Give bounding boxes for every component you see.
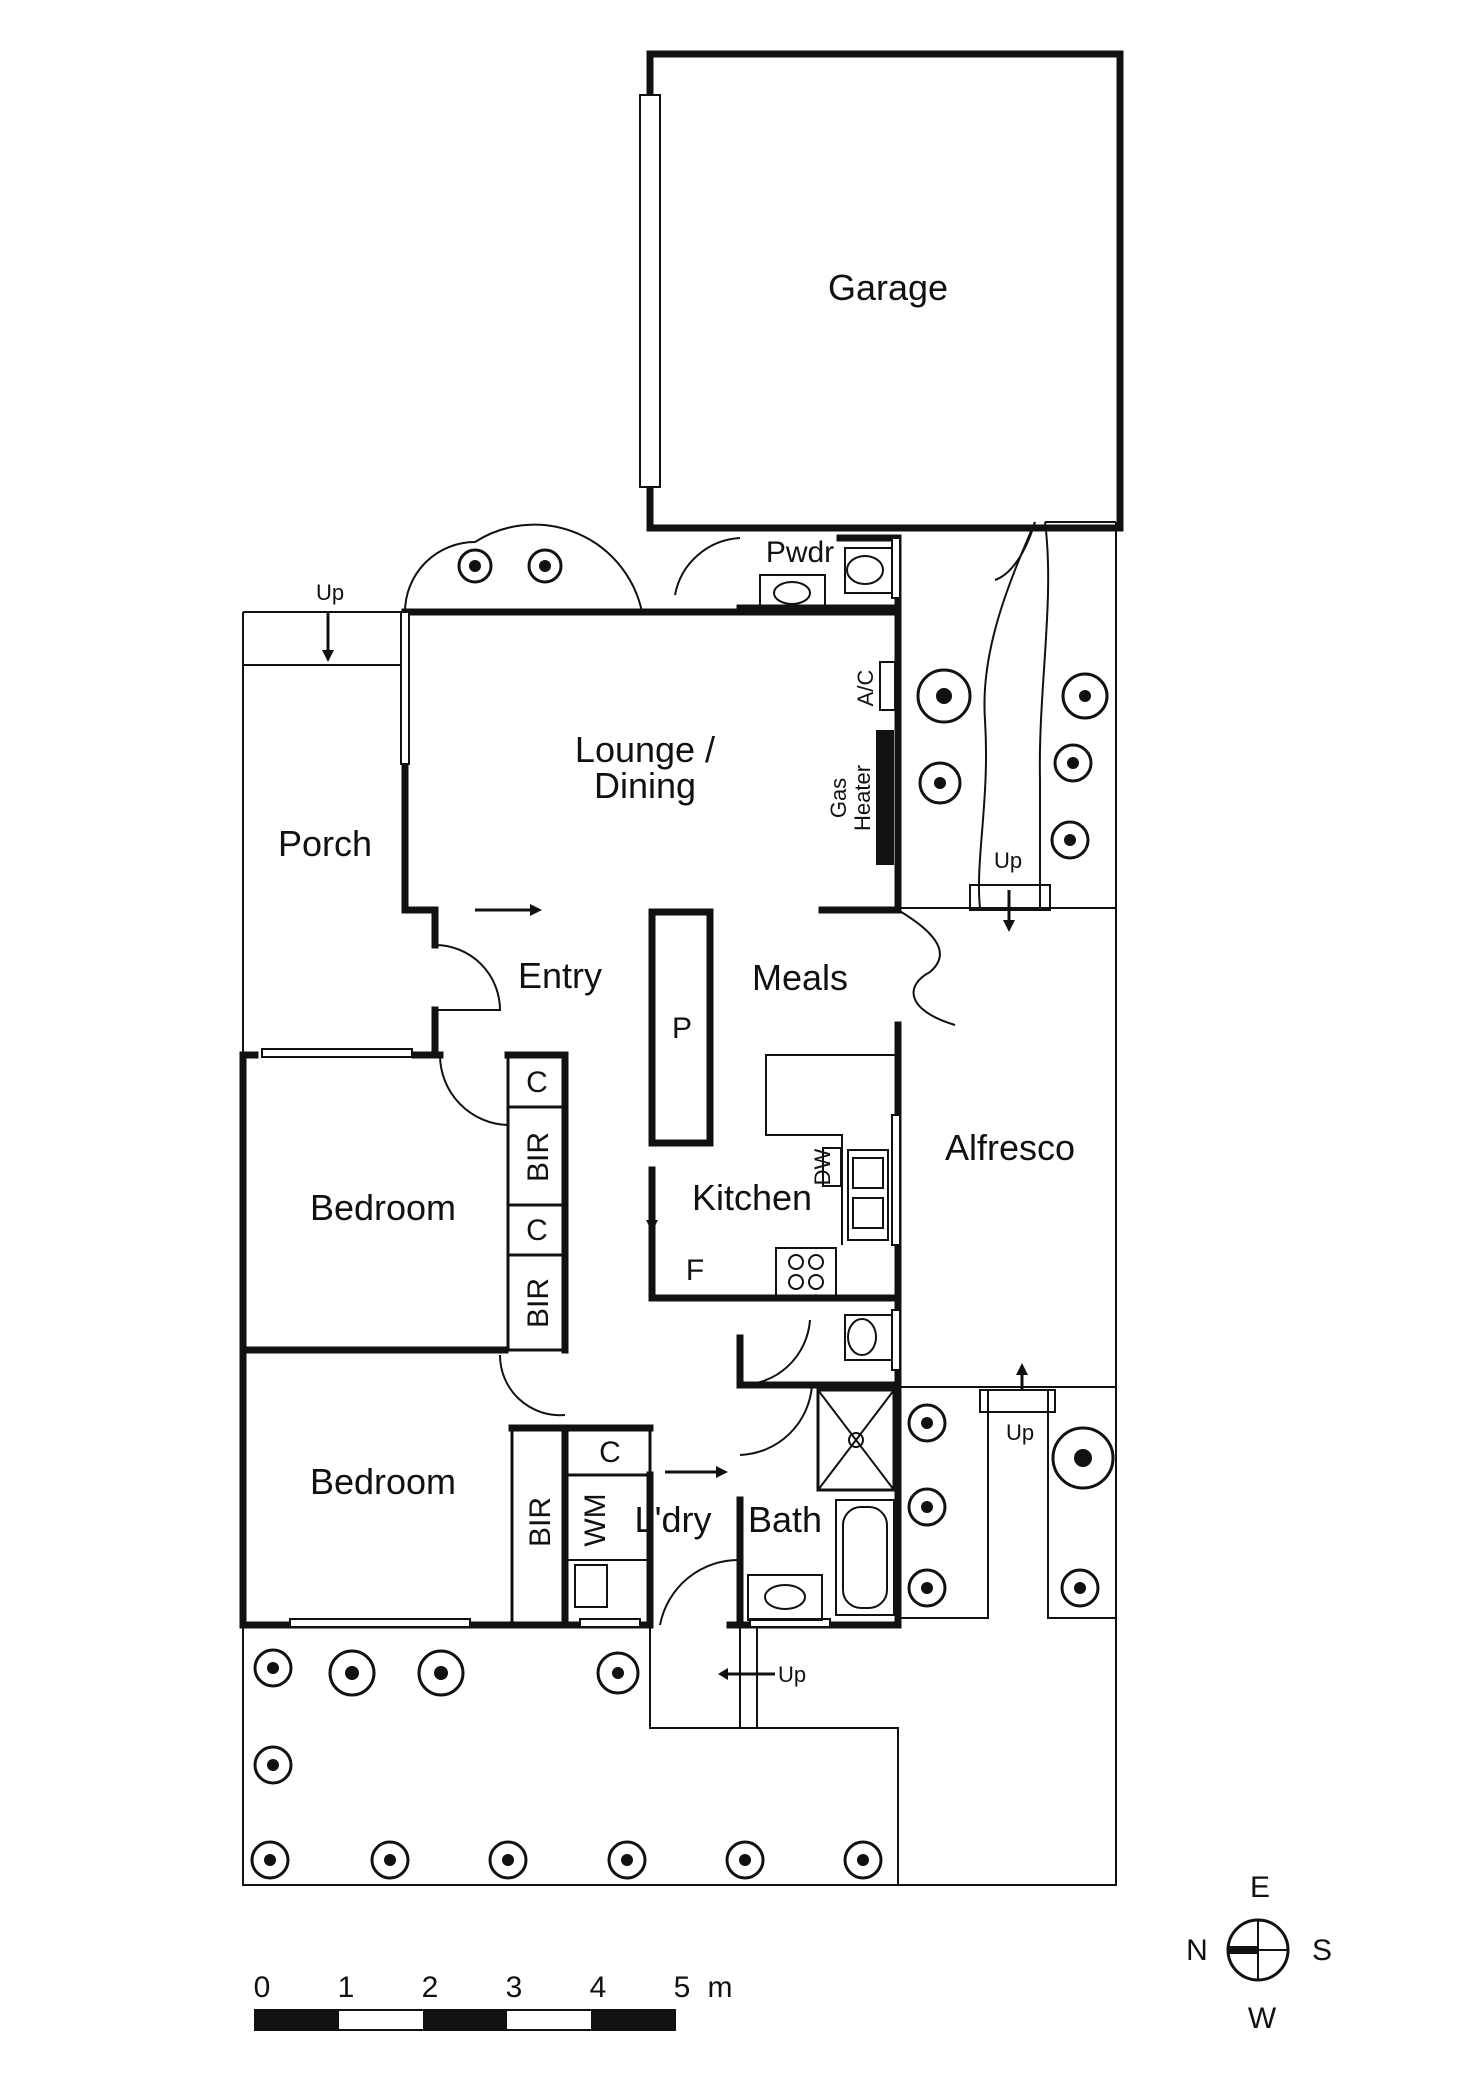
shrub-icon — [725, 1840, 765, 1880]
compass-west: W — [1248, 2002, 1277, 2035]
up-porch-label: Up — [316, 580, 344, 605]
closet-c3-label: C — [599, 1436, 621, 1469]
entry-label: Entry — [518, 955, 602, 996]
shrub-icon — [417, 1649, 465, 1697]
shrub-icon — [916, 668, 972, 724]
scale-tick-1: 1 — [338, 1971, 355, 2004]
bedroom1-label: Bedroom — [310, 1187, 456, 1228]
shrub-icon — [907, 1568, 947, 1608]
appliances-wall — [876, 661, 896, 865]
scale-tick-4: 4 — [590, 1971, 607, 2004]
laundry-label: L'dry — [635, 1499, 712, 1540]
lounge-label-line1: Lounge / — [575, 729, 715, 770]
closet-bir3-label: BIR — [524, 1497, 557, 1547]
site-outline — [242, 521, 1117, 1886]
scale-tick-0: 0 — [254, 1971, 271, 2004]
ac-label: A/C — [853, 670, 878, 707]
shrub-icon — [1050, 820, 1090, 860]
shrub-icon — [527, 548, 563, 584]
up-bottom-label: Up — [778, 1662, 806, 1687]
shrub-icon — [596, 1651, 640, 1695]
up-rear-label: Up — [1006, 1420, 1034, 1445]
windows — [261, 537, 901, 1628]
steps — [322, 612, 1056, 1680]
porch-label: Porch — [278, 823, 372, 864]
shrub-icon — [488, 1840, 528, 1880]
pwdr-label: Pwdr — [766, 536, 834, 569]
shrub-icon — [1061, 672, 1109, 720]
scale-unit: m — [708, 1971, 733, 2004]
shrub-icon — [328, 1649, 376, 1697]
shrub-icon — [370, 1840, 410, 1880]
bath-fixtures — [747, 547, 896, 1621]
dishwasher-label: DW — [810, 1148, 835, 1185]
step-labels: Up Up Up Up — [316, 580, 1034, 1687]
scale-tick-2: 2 — [422, 1971, 439, 2004]
shrub-icon — [1053, 743, 1093, 783]
lounge-label-line2: Dining — [594, 765, 696, 806]
garage — [639, 50, 1124, 532]
shrub-icon — [907, 1487, 947, 1527]
closet-labels: C BIR C BIR C BIR — [522, 1066, 621, 1547]
shrub-icon — [607, 1840, 647, 1880]
bath-label: Bath — [748, 1499, 822, 1540]
shrub-icon — [457, 548, 493, 584]
shrub-icon — [253, 1648, 293, 1688]
scale-bar: 0 1 2 3 4 5 m — [254, 1971, 733, 2031]
closet-c2-label: C — [526, 1214, 548, 1247]
closets — [506, 1053, 652, 1627]
room-labels: Garage Pwdr Lounge / Dining Porch Entry … — [278, 267, 1075, 1547]
shrub-icon — [1060, 1568, 1100, 1608]
shrub-icon — [918, 761, 962, 805]
compass-north: N — [1186, 1934, 1208, 1967]
doors — [404, 523, 956, 1626]
shrub-icon — [250, 1840, 290, 1880]
meals-label: Meals — [752, 957, 848, 998]
closet-bir2-label: BIR — [522, 1278, 555, 1328]
gas-label-line1: Gas — [826, 778, 851, 818]
compass-south: S — [1312, 1934, 1332, 1967]
closet-c1-label: C — [526, 1066, 548, 1099]
compass-east: E — [1250, 1871, 1270, 1904]
garage-label: Garage — [828, 267, 948, 308]
closet-bir1-label: BIR — [522, 1132, 555, 1182]
up-side-label: Up — [994, 848, 1022, 873]
compass-icon: E N S W — [1186, 1871, 1332, 2035]
scale-tick-5: 5 — [674, 1971, 691, 2004]
shrub-icon — [843, 1840, 883, 1880]
fridge-label: F — [686, 1254, 704, 1287]
alfresco-label: Alfresco — [945, 1127, 1075, 1168]
scale-tick-3: 3 — [506, 1971, 523, 2004]
shrubs — [250, 548, 1115, 1880]
kitchen-label: Kitchen — [692, 1177, 812, 1218]
bedroom2-label: Bedroom — [310, 1461, 456, 1502]
wm-label: WM — [579, 1493, 612, 1546]
shrub-icon — [1051, 1426, 1115, 1490]
gas-label-line2: Heater — [850, 765, 875, 831]
shrub-icon — [907, 1403, 947, 1443]
pantry-label: P — [672, 1012, 692, 1045]
shrub-icon — [253, 1745, 293, 1785]
kitchen-fixtures — [765, 1054, 898, 1297]
